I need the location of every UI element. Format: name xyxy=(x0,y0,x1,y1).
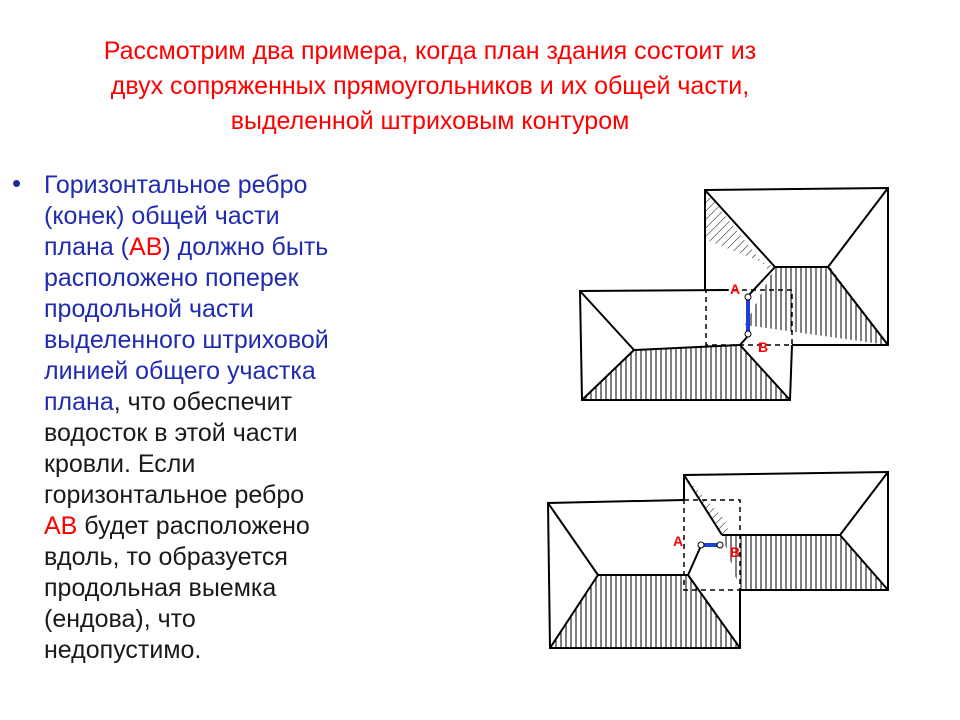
hatched-slope xyxy=(550,575,740,648)
text-line: выделенного штриховой xyxy=(44,326,329,354)
point-a xyxy=(744,293,752,301)
hatched-slope xyxy=(745,267,888,345)
roof-plan-bottom xyxy=(546,470,889,649)
hatched-slope xyxy=(684,475,730,535)
label-b-top: В xyxy=(758,339,768,355)
title-line-1: Рассмотрим два примера, когда план здани… xyxy=(103,37,757,65)
text-line: АВ будет расположено xyxy=(44,512,310,540)
ab-highlight: АВ xyxy=(129,233,163,261)
text-line: Горизонтальное ребро xyxy=(44,171,308,199)
hatched-slope xyxy=(722,535,888,590)
text-line: расположено поперек xyxy=(44,264,299,292)
text-line: плана, что обеспечит xyxy=(44,388,293,416)
label-a-bottom: А xyxy=(673,533,683,549)
text-line: плана (АВ) должно быть xyxy=(44,233,329,261)
common-part-contour xyxy=(683,499,741,591)
label-b-bottom: В xyxy=(730,544,740,560)
text-line: линией общего участка xyxy=(44,357,316,385)
text-line: продольная выемка xyxy=(44,574,277,602)
text-line: недопустимо. xyxy=(44,636,202,664)
roof-plan-top xyxy=(578,186,889,401)
ab-highlight: АВ xyxy=(44,512,78,540)
text-line: кровли. Если xyxy=(44,450,196,478)
label-a-top: А xyxy=(730,281,740,297)
text-line: горизонтальное ребро xyxy=(44,481,305,509)
hatched-slope xyxy=(705,190,775,270)
title-line-3: выделенной штриховым контуром xyxy=(230,107,630,135)
hatched-slope xyxy=(582,345,790,400)
title-line-2: двух сопряженных прямоугольников и их об… xyxy=(110,72,750,100)
upper-building xyxy=(683,470,889,591)
point-b xyxy=(744,330,752,338)
common-part-contour xyxy=(705,289,793,346)
text-line: вдоль, то образуется xyxy=(44,543,288,571)
point-b xyxy=(716,541,724,549)
lower-building xyxy=(546,499,741,649)
text-line: водосток в этой части xyxy=(44,419,298,447)
lower-building xyxy=(578,289,793,401)
text-line: (ендова), что xyxy=(44,605,196,633)
text-line: (конек) общей части xyxy=(44,202,280,230)
bullet-marker: • xyxy=(12,168,22,198)
text-line: продольной части xyxy=(44,295,254,323)
upper-building xyxy=(704,186,889,346)
point-a xyxy=(697,541,705,549)
slide-title: Рассмотрим два примера, когда план здани… xyxy=(0,34,860,139)
bullet-text: Горизонтальное ребро (конек) общей части… xyxy=(44,170,434,666)
